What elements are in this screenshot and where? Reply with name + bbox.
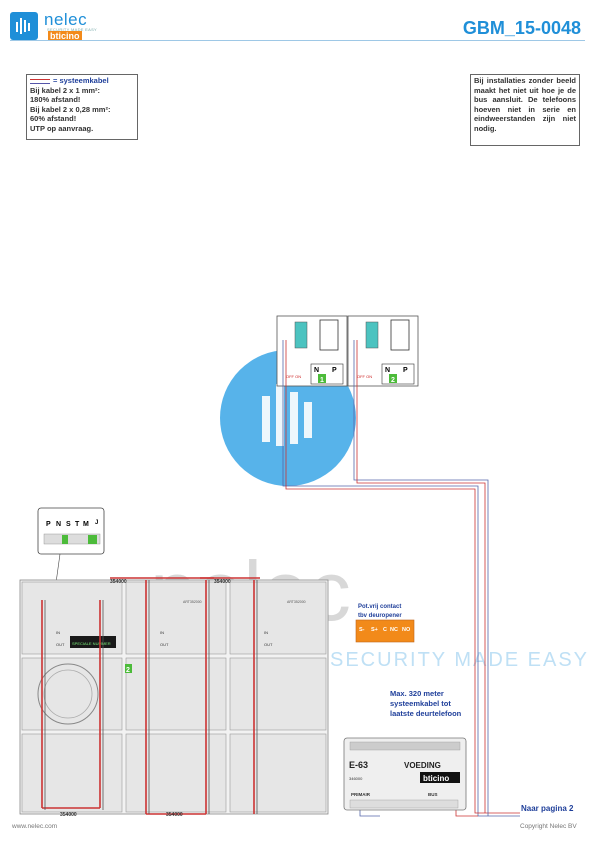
max-note-line-1: Max. 320 meter [390, 689, 444, 698]
tel2-offon: OFF ON [357, 374, 372, 379]
in-label: IN [56, 630, 60, 635]
number-module-label: SPECIALE NUMMER [72, 641, 111, 646]
power-supply: E-63 VOEDING bticino 346000 PRIMAIR BUS [343, 737, 467, 811]
tel1-n: N [314, 367, 319, 374]
bus-cables [282, 340, 520, 817]
contact-subtitle: tbv deuropener [358, 613, 402, 619]
contact-nc: NC [390, 627, 398, 633]
tel2-number: 2 [391, 377, 395, 384]
terminal-zoom: P N S T M J [37, 507, 105, 591]
nelec-logo-icon [10, 12, 38, 40]
out-label: OUT [56, 642, 65, 647]
cable-note-line: 60% afstand! [30, 114, 77, 123]
power-part: 346000 [349, 776, 363, 781]
logo-name: nelec [44, 10, 88, 29]
term-m: M [83, 521, 89, 528]
tel1-number: 1 [320, 377, 324, 384]
logo-brand: bticino [48, 31, 82, 41]
part-number-bottom-2: 354000 [166, 812, 183, 818]
term-n: N [56, 521, 61, 528]
cable-swatch-icon [30, 78, 50, 84]
power-primair: PRIMAIR [351, 792, 371, 797]
tel1-offon: OFF ON [286, 374, 301, 379]
in-label: IN [264, 630, 268, 635]
bus-number: 2 [126, 667, 130, 674]
part-number-bottom-1: 354000 [60, 812, 77, 818]
out-label: OUT [264, 642, 273, 647]
handset-icon [319, 319, 339, 351]
logo-tagline: SECURITY MADE EASY [47, 27, 98, 32]
bus-note: Bij installaties zonder beeld maakt het … [470, 74, 580, 146]
module-art-label: ART352000 [287, 600, 306, 604]
tel2-n: N [385, 367, 390, 374]
term-s: S [66, 521, 71, 528]
cable-note-line: Bij kabel 2 x 0,28 mm²: [30, 104, 111, 114]
out-label: OUT [160, 642, 169, 647]
contact-block: Pot.vrij contact tbv deuropener S- S+ C … [355, 604, 415, 643]
power-bus: BUS [428, 792, 438, 797]
power-label: VOEDING [404, 761, 441, 770]
term-t: T [75, 521, 80, 528]
part-number-top-1: 354000 [110, 579, 127, 585]
term-p: P [46, 521, 51, 528]
power-brand: bticino [423, 774, 449, 783]
tel1-p: P [332, 367, 337, 374]
term-j: J [95, 520, 98, 526]
tel2-p: P [403, 367, 408, 374]
contact-no: NO [402, 627, 411, 633]
watermark-bars-icon [262, 384, 312, 446]
max-note-line-3: laatste deurtelefoon [390, 709, 462, 718]
contact-title: Pot.vrij contact [358, 604, 401, 610]
contact-s-minus: S- [359, 627, 365, 633]
logo-bars-icon [16, 18, 30, 34]
document-id: GBM_15-0048 [462, 18, 581, 38]
header-divider [10, 40, 585, 41]
contact-c: C [383, 627, 387, 633]
module-art-label: ART352000 [183, 600, 202, 604]
handset-icon [390, 319, 410, 351]
cable-note-title: = systeemkabel [30, 76, 134, 86]
cable-note-line: Bij kabel 2 x 1 mm²: [30, 85, 101, 95]
telephone-2: N P 2 OFF ON [347, 315, 419, 387]
max-note-line-2: systeemkabel tot [390, 699, 451, 708]
footer-copyright: Copyright Nelec BV [520, 823, 577, 830]
footer-url: www.nelec.com [11, 823, 57, 830]
next-page-label: Naar pagina 2 [521, 804, 574, 813]
power-model: E-63 [349, 760, 368, 770]
watermark-tagline: SECURITY MADE EASY [330, 649, 589, 671]
cable-note: = systeemkabel Bij kabel 2 x 1 mm²: 180%… [26, 74, 138, 140]
cable-note-line: UTP op aanvraag. [30, 123, 94, 133]
number-module [70, 636, 116, 648]
part-number-top-2: 354000 [214, 579, 231, 585]
entrance-panel: SPECIALE NUMMER 2 354000 354000 354000 3… [19, 577, 329, 818]
in-label: IN [160, 630, 164, 635]
contact-s-plus: S+ [371, 627, 378, 633]
telephone-1: N P 1 OFF ON [276, 315, 348, 387]
cable-note-line: 180% afstand! [30, 95, 81, 104]
